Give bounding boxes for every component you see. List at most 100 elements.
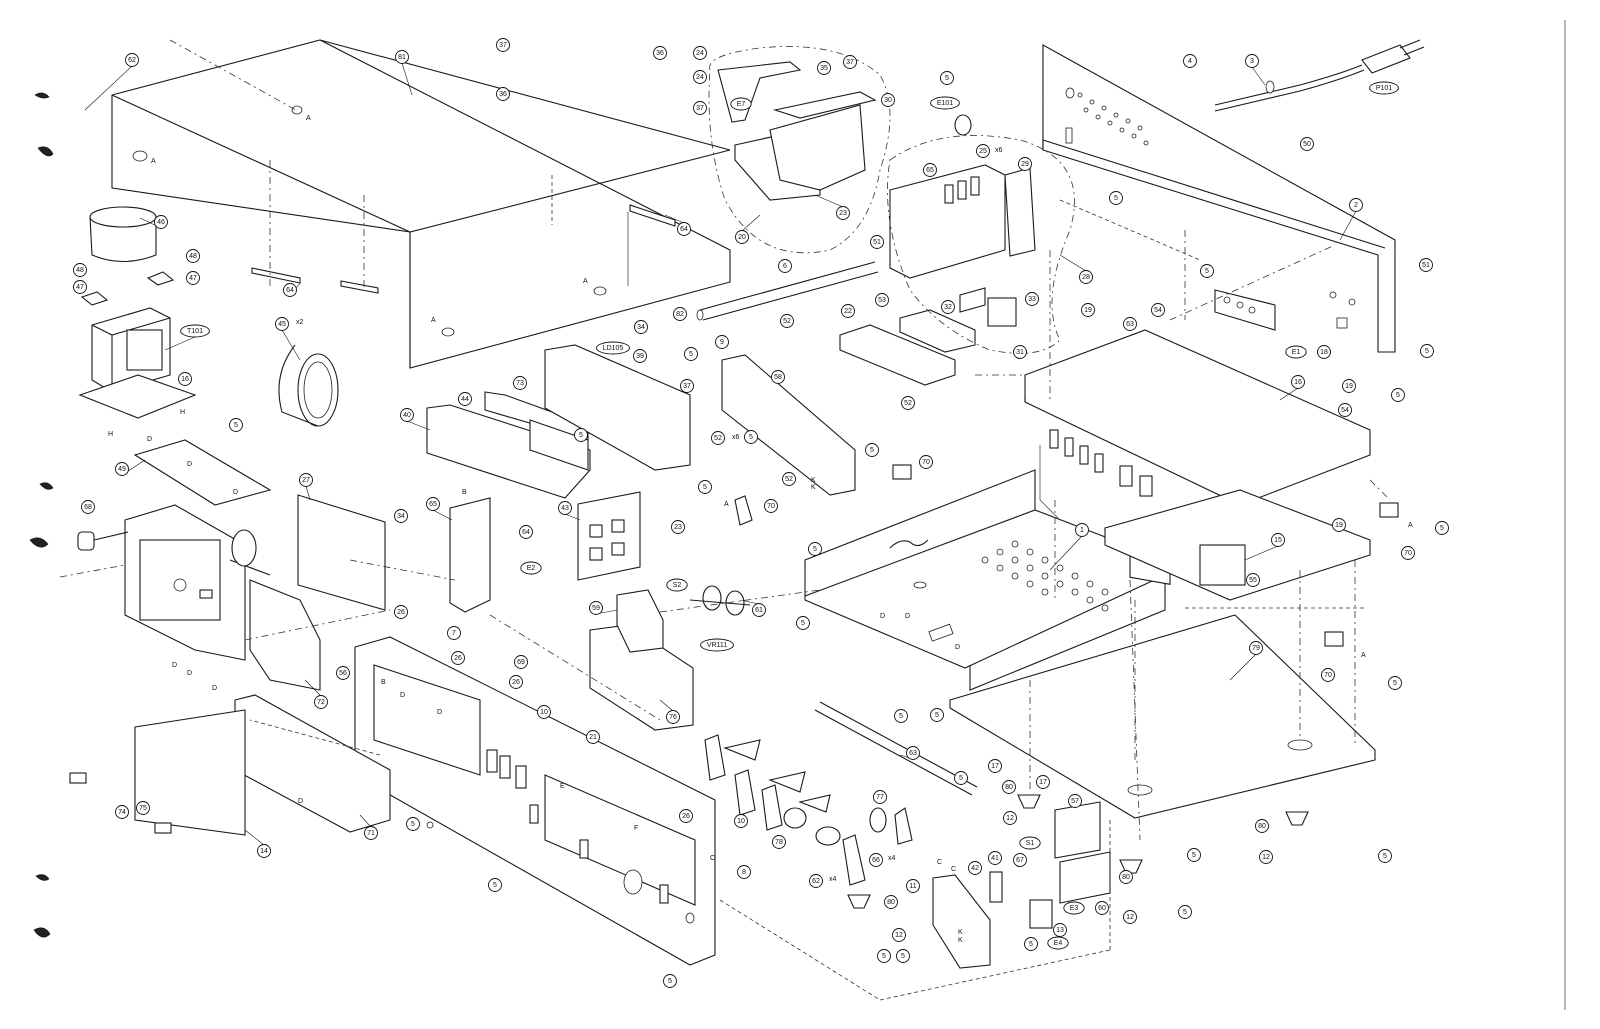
- display-window: [426, 391, 591, 499]
- part-number-callout: 5: [1024, 937, 1038, 951]
- part-number-callout: 78: [772, 835, 786, 849]
- part-number: 3: [1250, 58, 1254, 65]
- part-number-callout: 29: [1018, 157, 1032, 171]
- part-number: 17: [991, 763, 999, 770]
- part-number-callout: 1: [1075, 523, 1089, 537]
- assembly-letter: H: [108, 431, 113, 438]
- part-number-callout: 14: [257, 844, 271, 858]
- part-number: 5: [1205, 268, 1209, 275]
- component-ref: T101: [187, 328, 203, 335]
- part-number: 11: [909, 883, 916, 890]
- part-number: 80: [887, 899, 895, 906]
- part-number-callout: 5: [406, 817, 420, 831]
- part-number-callout: 48: [73, 263, 87, 277]
- part-number-callout: 5: [488, 878, 502, 892]
- frame-39: [544, 344, 691, 471]
- part-number-callout: 30: [881, 93, 895, 107]
- part-number-callout: 17: [988, 759, 1002, 773]
- part-number-callout: 22: [841, 304, 855, 318]
- part-number: 52: [783, 318, 791, 325]
- assembly-letter: A: [151, 158, 156, 165]
- part-number-callout: 5: [796, 616, 810, 630]
- part-number: 4: [1188, 58, 1192, 65]
- part-number-callout: 9: [715, 335, 729, 349]
- part-number-callout: 5: [698, 480, 712, 494]
- part-number: 82: [676, 311, 684, 318]
- lamp-e101: [954, 114, 972, 136]
- part-number: 14: [260, 848, 268, 855]
- component-ref-label: E7: [730, 97, 752, 111]
- part-number: 12: [1262, 854, 1270, 861]
- part-number: 7: [452, 630, 456, 637]
- component-ref: P101: [1376, 85, 1392, 92]
- part-number-callout: 26: [509, 675, 523, 689]
- part-number: 72: [317, 699, 325, 706]
- part-number-callout: 5: [865, 443, 879, 457]
- knobs: [704, 734, 913, 886]
- part-number: 28: [1082, 274, 1090, 281]
- assembly-letter: A: [306, 115, 311, 122]
- part-number: 12: [895, 932, 903, 939]
- part-number: 15: [1274, 537, 1282, 544]
- part-number-callout: 75: [136, 801, 150, 815]
- assembly-letter: D: [147, 436, 152, 443]
- part-number: 34: [637, 324, 645, 331]
- part-number-callout: 4: [1183, 54, 1197, 68]
- part-number-callout: 70: [919, 455, 933, 469]
- part-number: 5: [234, 422, 238, 429]
- part-number: 5: [1183, 909, 1187, 916]
- part-number-callout: 77: [873, 790, 887, 804]
- part-number: 5: [959, 775, 963, 782]
- part-number: 69: [517, 659, 525, 666]
- power-cord: [1214, 39, 1425, 112]
- part-number-callout: 20: [735, 230, 749, 244]
- part-number: 5: [1383, 853, 1387, 860]
- bracket-47a: [80, 291, 109, 306]
- part-number: 19: [1084, 307, 1092, 314]
- part-number: 5: [579, 432, 583, 439]
- part-number: 5: [870, 447, 874, 454]
- part-number: 37: [683, 383, 691, 390]
- part-number-callout: 80: [1255, 819, 1269, 833]
- part-number: 16: [1294, 379, 1302, 386]
- part-number-callout: 37: [843, 55, 857, 69]
- part-number: 54: [1341, 407, 1349, 414]
- part-number: 5: [1393, 680, 1397, 687]
- part-number-callout: 65: [426, 497, 440, 511]
- assembly-letter: K: [811, 484, 816, 491]
- component-ref: E101: [937, 100, 953, 107]
- part-number-callout: 44: [458, 392, 472, 406]
- assembly-letter: H: [180, 409, 185, 416]
- part-number-callout: 41: [988, 851, 1002, 865]
- part-number-callout: 5: [896, 949, 910, 963]
- component-ref-label: S1: [1019, 836, 1041, 850]
- part-number-callout: 80: [1119, 870, 1133, 884]
- part-number-callout: 64: [519, 525, 533, 539]
- part-number: 5: [493, 882, 497, 889]
- part-number-callout: 33: [1025, 292, 1039, 306]
- part-number: 66: [872, 857, 880, 864]
- part-number: 5: [703, 484, 707, 491]
- front-panel: [354, 636, 716, 966]
- board-9: [721, 354, 856, 496]
- part-number-callout: 5: [663, 974, 677, 988]
- part-number-callout: 8: [737, 865, 751, 879]
- part-number-callout: 51: [1419, 258, 1433, 272]
- part-number-callout: 63: [1123, 317, 1137, 331]
- assembly-letter: A: [1361, 652, 1366, 659]
- component-ref-label: E101: [930, 96, 960, 110]
- part-number-callout: 54: [1338, 403, 1352, 417]
- part-number: 64: [286, 287, 294, 294]
- part-number-callout: 23: [836, 206, 850, 220]
- part-number: 65: [926, 167, 934, 174]
- part-number: 74: [118, 809, 126, 816]
- part-number-callout: 11: [906, 879, 920, 893]
- part-number-callout: 24: [693, 46, 707, 60]
- part-number: 1: [1080, 527, 1084, 534]
- component-ref-label: LD105: [596, 341, 630, 355]
- part-number-callout: 39: [633, 349, 647, 363]
- part-number-callout: 79: [1249, 641, 1263, 655]
- part-number: 41: [991, 855, 999, 862]
- component-ref-label: E3: [1063, 901, 1085, 915]
